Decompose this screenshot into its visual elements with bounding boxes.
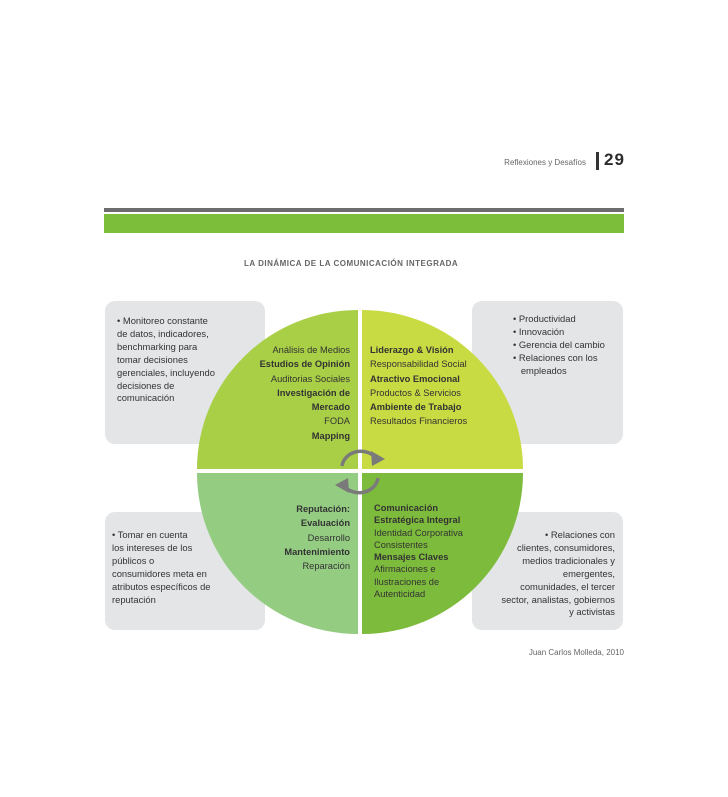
box-line: comunicación bbox=[117, 392, 175, 404]
quadrant-line: Estudios de Opinión bbox=[259, 359, 350, 370]
quadrant-line: Productos & Servicios bbox=[370, 387, 461, 398]
quadrant-bottom-left bbox=[197, 473, 358, 634]
quadrant-line: Consistentes bbox=[374, 539, 428, 550]
diagram-title: LA DINÁMICA DE LA COMUNICACIÓN INTEGRADA bbox=[244, 259, 459, 268]
quadrant-top-left bbox=[197, 310, 358, 469]
box-line: públicos o bbox=[112, 554, 155, 566]
quadrant-line: Análisis de Medios bbox=[272, 345, 350, 355]
source-credit: Juan Carlos Molleda, 2010 bbox=[528, 648, 624, 657]
header-rule-green bbox=[104, 214, 624, 233]
box-line: consumidores meta en bbox=[112, 567, 207, 579]
section-title: Reflexiones y Desafíos bbox=[504, 158, 586, 167]
box-line: empleados bbox=[513, 364, 567, 376]
quadrant-line: Atractivo Emocional bbox=[370, 373, 460, 384]
box-line: gerenciales, incluyendo bbox=[117, 366, 215, 378]
box-line: • Productividad bbox=[513, 313, 576, 324]
quadrant-line: Resultados Financieros bbox=[370, 416, 468, 427]
quadrant-line: Auditorias Sociales bbox=[270, 373, 350, 384]
quadrant-line: Estratégica Integral bbox=[374, 515, 461, 526]
quadrant-line: Liderazgo & Visión bbox=[370, 345, 454, 355]
quadrant-line: Afirmaciones e bbox=[374, 564, 436, 575]
page-number: 29 bbox=[604, 150, 625, 169]
box-line: reputación bbox=[112, 593, 156, 605]
box-line: los intereses de los bbox=[112, 541, 193, 553]
box-top-right-text: • Productividad• Innovación• Gerencia de… bbox=[513, 313, 605, 378]
box-line: • Innovación bbox=[513, 325, 565, 337]
quadrant-line: Reputación: bbox=[296, 504, 350, 514]
box-line: atributos específicos de bbox=[112, 580, 211, 592]
header-divider bbox=[596, 152, 599, 170]
quadrant-line: Autenticidad bbox=[374, 589, 426, 600]
quadrant-line: Mantenimiento bbox=[284, 546, 350, 557]
box-line: comunidades, el tercer bbox=[520, 580, 615, 592]
quadrant-line: Reparación bbox=[302, 561, 350, 572]
quadrant-line: Desarrollo bbox=[307, 532, 350, 543]
quadrant-top-right bbox=[362, 310, 523, 469]
quadrant-line: Mapping bbox=[311, 430, 350, 441]
box-line: y activistas bbox=[569, 606, 615, 618]
box-line: decisiones de bbox=[117, 379, 175, 391]
box-line: emergentes, bbox=[562, 567, 615, 579]
box-line: • Relaciones con bbox=[545, 529, 615, 540]
quadrant-line: Ilustraciones de bbox=[374, 576, 440, 587]
box-line: de datos, indicadores, bbox=[117, 327, 209, 339]
box-line: medios tradicionales y bbox=[522, 554, 615, 566]
header-rule-gray bbox=[104, 208, 624, 212]
quadrant-line: Evaluación bbox=[300, 518, 350, 529]
quadrant-line: Investigación de bbox=[277, 387, 350, 398]
box-line: clientes, consumidores, bbox=[517, 541, 615, 553]
box-line: sector, analistas, gobiernos bbox=[501, 593, 615, 605]
quadrant-line: FODA bbox=[324, 416, 350, 427]
quadrant-line: Comunicación bbox=[374, 503, 439, 513]
box-line: • Tomar en cuenta bbox=[112, 529, 188, 540]
quadrant-bottom-right bbox=[362, 473, 523, 634]
box-line: tomar decisiones bbox=[117, 353, 188, 365]
quadrant-line: Responsabilidad Social bbox=[370, 359, 467, 370]
box-line: • Monitoreo constante bbox=[117, 315, 208, 326]
box-line: • Relaciones con los bbox=[513, 351, 598, 363]
box-line: • Gerencia del cambio bbox=[513, 338, 605, 350]
quadrant-line: Ambiente de Trabajo bbox=[370, 402, 462, 413]
quadrant-line: Identidad Corporativa bbox=[374, 527, 463, 538]
quadrant-line: Mensajes Claves bbox=[374, 552, 449, 563]
quadrant-line: Mercado bbox=[311, 402, 350, 413]
box-line: benchmarking para bbox=[117, 340, 198, 352]
